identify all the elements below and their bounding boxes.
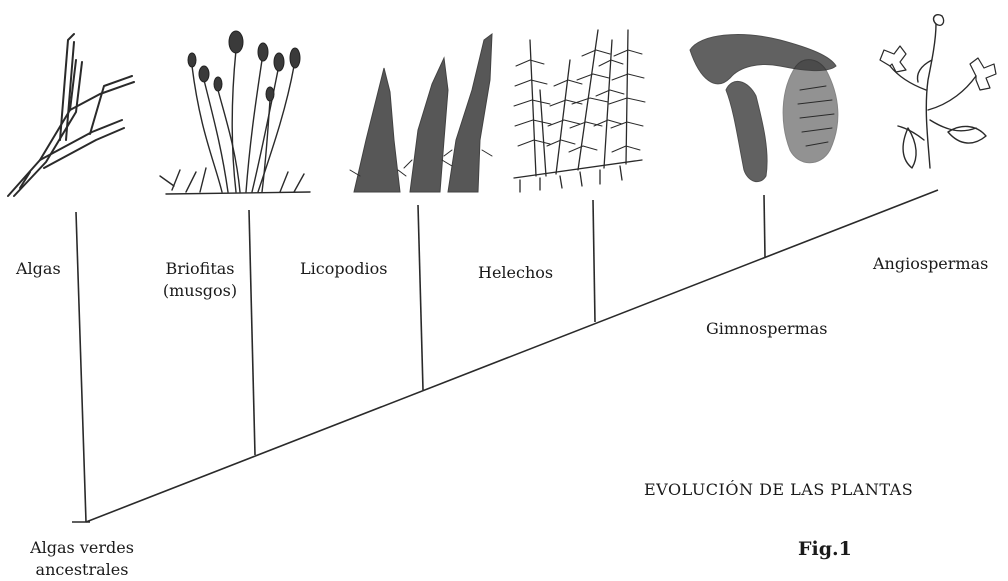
moss-illustration — [160, 31, 310, 194]
group-label-licopodios: Licopodios — [300, 258, 387, 280]
angiosperm-illustration — [880, 15, 996, 168]
fern-illustration — [514, 30, 645, 192]
branch-line-algas — [76, 212, 86, 522]
group-label-briofitas: Briofitas (musgos) — [150, 258, 250, 302]
figure-label: Fig.1 — [798, 538, 852, 560]
group-label-helechos: Helechos — [478, 262, 553, 284]
group-label-briofitas-line2: (musgos) — [150, 280, 250, 302]
gymnosperm-illustration — [690, 35, 838, 182]
branch-line-briofitas — [249, 210, 255, 455]
group-label-helechos-text: Helechos — [478, 263, 553, 282]
group-label-gimnospermas: Gimnospermas — [706, 318, 828, 340]
branch-line-licopodios — [418, 205, 423, 390]
algae-illustration — [8, 34, 134, 196]
branch-line-gimnospermas — [764, 195, 765, 257]
branch-line-helechos — [593, 200, 595, 322]
root-label-line2: ancestrales — [8, 559, 156, 581]
group-label-algas-text: Algas — [16, 259, 61, 278]
diagram-title: EVOLUCIÓN DE LAS PLANTAS — [644, 480, 913, 499]
root-label-line1: Algas verdes — [8, 537, 156, 559]
group-label-angiospermas: Angiospermas — [873, 253, 988, 275]
group-label-gimnospermas-text: Gimnospermas — [706, 319, 828, 338]
root-label: Algas verdes ancestrales — [8, 537, 156, 581]
main-trunk-line — [86, 190, 938, 522]
lycopod-illustration — [350, 34, 492, 192]
group-label-algas: Algas — [16, 258, 61, 280]
group-label-licopodios-text: Licopodios — [300, 259, 387, 278]
group-label-briofitas-line1: Briofitas — [150, 258, 250, 280]
group-label-angiospermas-text: Angiospermas — [873, 254, 988, 273]
